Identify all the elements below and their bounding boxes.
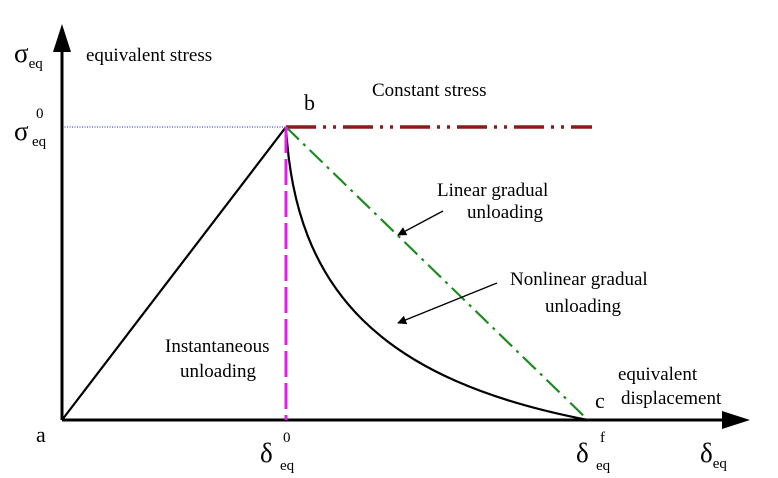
linear-unloading-label-line1: Linear gradual (437, 180, 548, 201)
x-axis-symbol: δeq (700, 438, 727, 472)
y-axis-symbol: σeq (14, 38, 43, 72)
peak-displacement-label: δ (260, 438, 273, 468)
instantaneous-unloading-label-line2: unloading (180, 361, 256, 382)
loading-branch (61, 126, 287, 421)
peak-stress-label: σ (14, 116, 29, 146)
linear-unloading-curve (285, 126, 589, 421)
y-axis-arrow-icon (53, 24, 71, 52)
peak-stress-subscript: eq (32, 134, 47, 150)
y-axis-label: equivalent stress (86, 45, 212, 66)
x-axis-label-line1: equivalent (618, 364, 698, 385)
nonlinear-unloading-label-line1: Nonlinear gradual (510, 269, 648, 290)
peak-displacement-superscript: 0 (283, 430, 291, 446)
linear-unloading-label-line2: unloading (467, 202, 543, 223)
peak-displacement-subscript: eq (280, 458, 295, 474)
final-displacement-label: δ (576, 438, 589, 468)
final-displacement-superscript: f (600, 430, 605, 446)
point-b-label: b (304, 90, 315, 115)
nonlinear-unloading-curve (284, 126, 589, 422)
peak-stress-superscript: 0 (36, 106, 44, 122)
final-displacement-subscript: eq (596, 458, 611, 474)
x-axis-label-line2: displacement (621, 388, 722, 409)
nonlinear-unloading-label-line2: unloading (545, 296, 621, 317)
constant-stress-label: Constant stress (372, 80, 487, 101)
instantaneous-unloading-label-line1: Instantaneous (165, 336, 269, 357)
point-c-label: c (595, 388, 605, 413)
linear-unloading-pointer-arrow (397, 210, 444, 236)
nonlinear-unloading-pointer-arrow (397, 282, 498, 325)
point-a-label: a (36, 422, 46, 447)
x-axis-arrow-icon (722, 411, 750, 429)
